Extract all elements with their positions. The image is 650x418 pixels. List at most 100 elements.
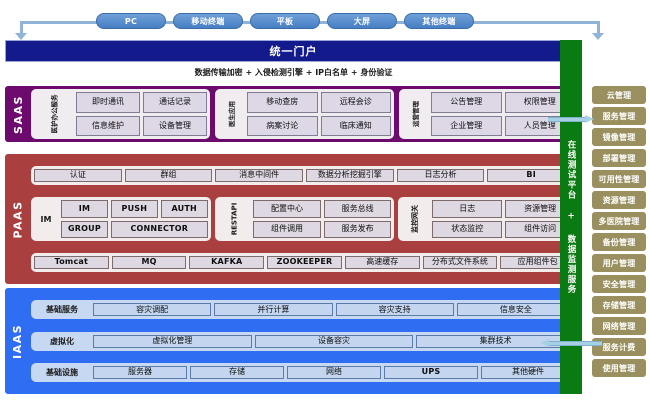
service-cell[interactable]: 分布式文件系统: [422, 256, 498, 269]
arrow-right-saas-icon: [548, 115, 594, 123]
service-cell[interactable]: 移动查房: [247, 92, 318, 113]
terminal-chip-平板[interactable]: 平板: [250, 13, 320, 29]
service-cell[interactable]: ZOOKEEPER: [267, 256, 342, 269]
service-cell[interactable]: 应用组件包: [500, 256, 575, 269]
terminal-chip-大屏[interactable]: 大屏: [327, 13, 397, 29]
service-cell[interactable]: 状态监控: [432, 220, 503, 238]
group-label: 基础服务: [46, 305, 78, 315]
service-cell[interactable]: 组件调用: [253, 220, 321, 238]
group-label: 虚拟化: [50, 336, 74, 346]
service-cell[interactable]: Tomcat: [34, 256, 109, 269]
service-cell[interactable]: 数据分析挖掘引擎: [305, 169, 394, 182]
service-cell[interactable]: 高速缓存: [344, 256, 420, 269]
service-cell[interactable]: 日志分析: [396, 169, 485, 182]
arrow-left-iaas-icon: [540, 339, 602, 347]
terminal-bracket-right: [597, 21, 600, 34]
service-cell[interactable]: 设备管理: [143, 115, 207, 136]
iaas-group: 基础服务 容灾调配并行计算容灾支持信息安全: [31, 300, 578, 320]
layer-saas: SAAS 医护办公服务 即时通讯通话记录信息维护设备管理 医生应用 移动查房远程会诊病…: [5, 86, 582, 142]
service-cell[interactable]: 消息中间件: [215, 169, 303, 182]
service-cell[interactable]: 病案讨论: [247, 115, 318, 136]
sidebar-item-0[interactable]: 云管理: [592, 86, 646, 104]
service-cell[interactable]: GROUP: [61, 220, 108, 238]
sidebar-item-8[interactable]: 用户管理: [592, 254, 646, 272]
service-cell[interactable]: 集群技术: [416, 334, 575, 348]
service-cell[interactable]: MQ: [111, 256, 187, 269]
sidebar-item-11[interactable]: 网络管理: [592, 317, 646, 335]
service-cell[interactable]: 设备容灾: [254, 334, 414, 348]
arrow-down-left-icon: [15, 33, 27, 40]
service-cell[interactable]: AUTH: [160, 200, 208, 218]
service-cell[interactable]: IM: [61, 200, 108, 218]
terminal-bracket-left: [20, 21, 23, 34]
service-cell[interactable]: 日志: [432, 200, 503, 218]
service-cell[interactable]: 信息安全: [456, 303, 575, 317]
service-cell[interactable]: 信息维护: [76, 115, 140, 136]
terminal-chip-PC[interactable]: PC: [96, 13, 166, 29]
layer-saas-tag: SAAS: [5, 86, 31, 142]
group-vertical-label: 医生应用: [228, 101, 236, 127]
service-cell[interactable]: 容灾调配: [93, 303, 212, 317]
group-label: IM: [40, 214, 52, 224]
saas-group: 运营管理公告管理权限管理企业管理人员管理: [399, 89, 578, 139]
group-vertical-label: 运营管理: [412, 101, 420, 127]
service-cell[interactable]: CONNECTOR: [110, 220, 208, 238]
service-cell[interactable]: 通话记录: [143, 92, 207, 113]
layer-saas-body: 医护办公服务 即时通讯通话记录信息维护设备管理 医生应用 移动查房远程会诊病案讨论临床…: [31, 86, 582, 142]
sidebar-item-2[interactable]: 镜像管理: [592, 128, 646, 146]
service-cell[interactable]: 容灾支持: [335, 303, 454, 317]
service-cell[interactable]: 即时通讯: [76, 92, 140, 113]
management-sidebar: 云管理服务管理镜像管理部署管理可用性管理资源管理多医院管理备份管理用户管理安全管…: [592, 86, 646, 377]
service-cell[interactable]: 临床通知: [320, 115, 391, 136]
service-cell[interactable]: 服务器: [93, 365, 187, 379]
layer-paas-tag: PAAS: [5, 154, 31, 284]
sidebar-item-4[interactable]: 可用性管理: [592, 170, 646, 188]
sidebar-item-13[interactable]: 使用管理: [592, 359, 646, 377]
sidebar-item-5[interactable]: 资源管理: [592, 191, 646, 209]
sidebar-item-1[interactable]: 服务管理: [592, 107, 646, 125]
sidebar-item-6[interactable]: 多医院管理: [592, 212, 646, 230]
service-cell[interactable]: 公告管理: [431, 92, 502, 113]
layer-iaas-body: 基础服务 容灾调配并行计算容灾支持信息安全虚拟化 虚拟化管理设备容灾集群技术基础设施…: [31, 288, 582, 394]
service-cell[interactable]: PUSH: [110, 200, 158, 218]
service-cell[interactable]: 存储: [190, 365, 284, 379]
sidebar-item-7[interactable]: 备份管理: [592, 233, 646, 251]
paas-mid-group: 监控网关日志资源管理状态监控组件访问: [398, 197, 579, 241]
service-cell[interactable]: 虚拟化管理: [93, 334, 252, 348]
service-cell[interactable]: 认证: [34, 169, 122, 182]
sidebar-item-3[interactable]: 部署管理: [592, 149, 646, 167]
service-cell[interactable]: 服务发布: [323, 220, 392, 238]
terminal-chip-移动终端[interactable]: 移动终端: [173, 13, 243, 29]
service-cell[interactable]: 并行计算: [214, 303, 333, 317]
sidebar-item-9[interactable]: 安全管理: [592, 275, 646, 293]
sidebar-item-12[interactable]: 服务计费: [592, 338, 646, 356]
service-cell[interactable]: 群组: [124, 169, 213, 182]
service-cell[interactable]: 服务总线: [323, 200, 392, 218]
unified-portal-bar: 统一门户: [5, 40, 582, 62]
layer-iaas-tag: IAAS: [5, 288, 31, 394]
layer-iaas-tag-text: IAAS: [11, 323, 25, 359]
service-cell[interactable]: 远程会诊: [320, 92, 391, 113]
service-cell[interactable]: 配置中心: [253, 200, 321, 218]
group-vertical-label: 医护办公服务: [50, 94, 59, 134]
saas-group: 医护办公服务 即时通讯通话记录信息维护设备管理: [31, 89, 210, 139]
online-test-platform-label: 在线测试平台 + 数据监测服务: [566, 139, 576, 295]
iaas-group: 虚拟化 虚拟化管理设备容灾集群技术: [31, 331, 578, 351]
service-cell[interactable]: 企业管理: [431, 115, 502, 136]
portal-security-note: 数据传输加密 + 入侵检测引擎 + IP白名单 + 身份验证: [194, 67, 393, 77]
sidebar-item-10[interactable]: 存储管理: [592, 296, 646, 314]
service-cell[interactable]: UPS: [384, 365, 478, 379]
saas-group: 医生应用 移动查房远程会诊病案讨论临床通知: [215, 89, 394, 139]
service-cell[interactable]: KAFKA: [189, 256, 265, 269]
group-label: 基础设施: [46, 367, 78, 377]
service-cell[interactable]: 资源管理: [505, 200, 576, 218]
terminal-chip-其他终端[interactable]: 其他终端: [404, 13, 474, 29]
service-cell[interactable]: 网络: [287, 365, 381, 379]
group-vertical-label: 监控网关: [411, 205, 420, 233]
